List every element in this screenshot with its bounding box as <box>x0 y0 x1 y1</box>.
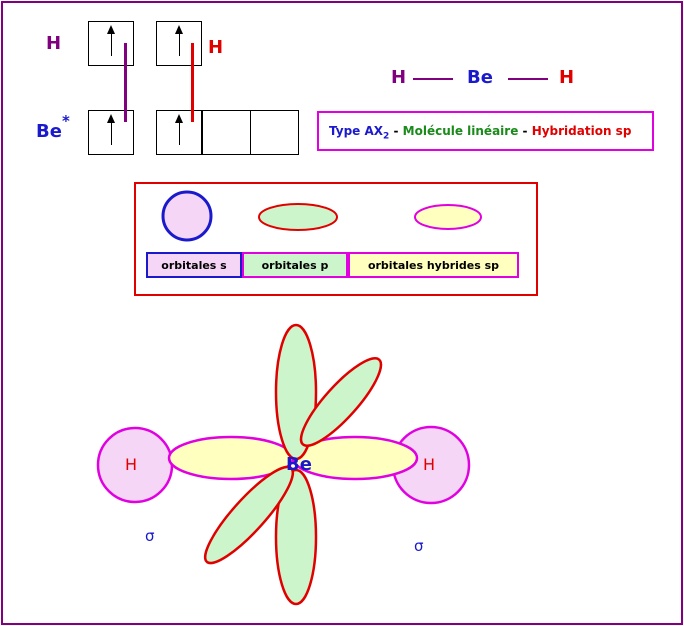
h-right-orbital-box <box>156 21 202 66</box>
type-ax-label: Type AX <box>329 124 384 138</box>
excited-star: * <box>62 112 70 130</box>
be-2p-orbital-box-3 <box>250 110 299 155</box>
p-orbital-diagonal-bottom <box>203 465 295 565</box>
formula-h-left: H <box>391 67 407 88</box>
formula-be: Be <box>467 67 493 88</box>
electron-up-arrow-icon <box>107 25 115 56</box>
formula-bond-right <box>508 78 548 80</box>
h-label-left: H <box>46 33 62 54</box>
separator: - <box>518 124 532 138</box>
be-2p-orbital-box-1 <box>156 110 202 155</box>
h-label-right: H <box>208 37 224 58</box>
hybridation-label: Hybridation sp <box>531 124 632 138</box>
type-subscript: 2 <box>383 131 390 142</box>
molecule-h-left: H <box>125 455 138 474</box>
electron-up-arrow-icon <box>107 114 115 145</box>
legend-s-label: orbitales s <box>146 252 242 278</box>
separator: - <box>389 124 403 138</box>
p-orbital-swatch <box>258 203 338 231</box>
sigma-bond-left: σ <box>145 527 155 545</box>
s-orbital-swatch <box>161 190 213 242</box>
molecule-h-right: H <box>423 455 436 474</box>
legend-p-label: orbitales p <box>242 252 348 278</box>
molecule-be-center: Be <box>286 454 312 475</box>
electron-up-arrow-icon <box>175 114 183 145</box>
molecule-type-box: Type AX2 - Molécule linéaire - Hybridati… <box>317 111 654 151</box>
p-orbital-diagonal-top <box>299 357 383 447</box>
orbital-legend <box>134 182 538 296</box>
p-orbital-vertical-bottom <box>274 468 318 606</box>
sp-orbital-swatch <box>414 204 482 230</box>
bond-line-purple <box>124 43 127 122</box>
electron-up-arrow-icon <box>175 25 183 56</box>
legend-sp-label: orbitales hybrides sp <box>348 252 519 278</box>
formula-bond-left <box>413 78 453 80</box>
bond-line-red <box>191 43 194 122</box>
be-excited-label: Be <box>36 121 62 142</box>
formula-h-right: H <box>559 67 575 88</box>
molecule-shape-label: Molécule linéaire <box>402 124 519 138</box>
sigma-bond-right: σ <box>414 537 424 555</box>
